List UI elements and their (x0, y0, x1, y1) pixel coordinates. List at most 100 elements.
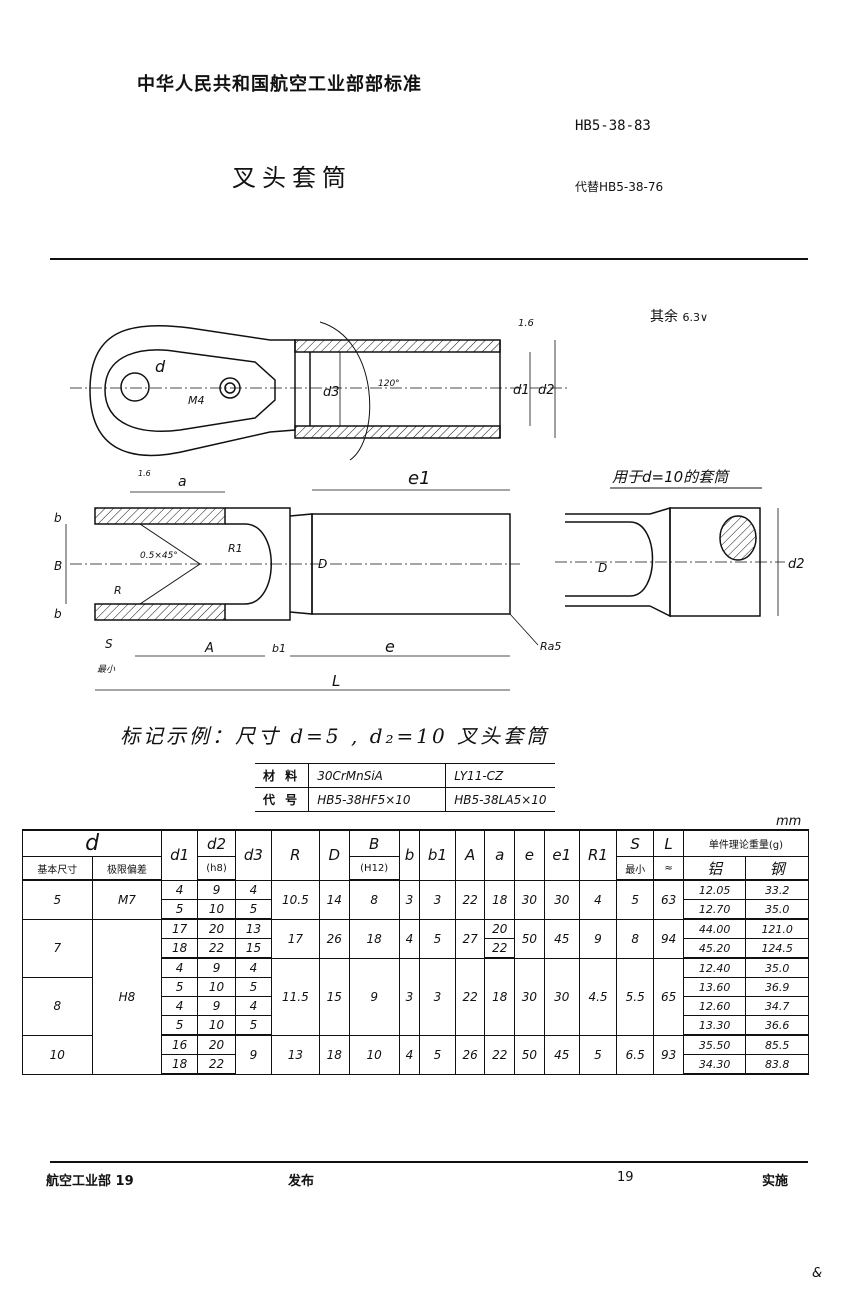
cell-b: 3 (398, 879, 421, 920)
fork-inner (104, 349, 276, 432)
cell-b: 4 (398, 1034, 421, 1075)
th-B: B (348, 829, 400, 857)
cell-b1: 5 (419, 1034, 456, 1075)
th-R1: R1 (578, 829, 618, 881)
table-row: 5 10 5 13.30 36.6 (23, 1015, 809, 1036)
material-table: 材 料 30CrMnSiA LY11-CZ 代 号 HB5-38HF5×10 H… (255, 763, 555, 812)
material-steel: 30CrMnSiA (308, 763, 447, 788)
ra-leader (509, 613, 539, 646)
th-b1: b1 (419, 829, 456, 881)
th-d-tol: 极限偏差 (91, 856, 163, 881)
th-S-sub: 最小 (616, 856, 655, 881)
fork-bottom-arm (94, 603, 226, 621)
cell-d3: 13 (235, 918, 272, 939)
cell-a: 22 (484, 1034, 516, 1075)
material-label: 材 料 (255, 763, 310, 788)
cell-w-al: 45.20 (682, 938, 747, 959)
cell-A: 22 (454, 957, 486, 1036)
cell-b1: 3 (419, 879, 456, 920)
label-ra5: Ra5 (540, 640, 561, 653)
label-d1: d1 (513, 383, 530, 398)
cell-L: 93 (653, 1034, 684, 1075)
cell-b: 3 (398, 957, 421, 1036)
cell-d2: 9 (196, 957, 237, 978)
code-steel: HB5-38HF5×10 (308, 787, 447, 812)
th-d2: d2 (196, 829, 237, 857)
cell-e1: 30 (543, 957, 580, 1036)
header-rule (50, 258, 808, 260)
cell-B: 9 (348, 957, 400, 1036)
cell-w-steel: 33.2 (745, 879, 809, 900)
cell-e: 30 (514, 879, 545, 920)
cell-d3: 5 (235, 977, 272, 997)
dimension-table: d d1 d2 d3 R D B b b1 A a e e1 R1 S L 单件… (21, 829, 810, 1075)
cell-e1: 45 (543, 1034, 580, 1075)
cell-S: 5 (616, 879, 655, 920)
cell-d3: 4 (235, 957, 272, 978)
cell-d3: 15 (235, 938, 272, 959)
label-min: 最小 (97, 664, 116, 675)
top-view: d M4 d3 120° 1.6 d1 d2 (70, 318, 570, 461)
cell-d1: 5 (161, 899, 198, 920)
cell-d1: 4 (161, 879, 198, 900)
th-d3: d3 (235, 829, 272, 881)
cell-e: 50 (514, 918, 545, 959)
cell-e1: 30 (543, 879, 580, 920)
standard-org: 中华人民共和国航空工业部部标准 (137, 74, 422, 95)
cell-w-al: 12.05 (682, 879, 747, 900)
cell-R1: 4 (578, 879, 618, 920)
cell-d2: 20 (196, 1034, 237, 1055)
label-D: D (318, 557, 327, 571)
fork-outline (89, 324, 296, 457)
table-row: 10 16 20 9 13 18 10 4 5 26 22 50 45 5 6.… (22, 1034, 809, 1075)
cell-d: 7 (22, 918, 93, 978)
th-d1: d1 (161, 829, 198, 881)
cell-b: 4 (398, 918, 421, 959)
cell-d3: 4 (235, 879, 272, 900)
cell-d2: 9 (196, 996, 237, 1016)
front-view: a 1.6 e1 b B b 0.5×45° R1 R D S A b1 e L… (54, 468, 561, 691)
cell-A: 27 (454, 918, 486, 959)
tube-wall-bottom (294, 425, 501, 439)
cell-R: 10.5 (270, 879, 320, 920)
th-d-basic: 基本尺寸 (22, 856, 93, 881)
material-alloy: LY11-CZ (445, 763, 555, 788)
cell-d1: 5 (161, 1015, 198, 1036)
countersink-arc (319, 321, 371, 461)
label-m4: M4 (188, 394, 205, 407)
label-roughness-16: 1.6 (518, 318, 534, 329)
cell-tol: M7 (91, 879, 163, 920)
cell-b1: 5 (419, 918, 456, 959)
material-row: 材 料 30CrMnSiA LY11-CZ (255, 763, 555, 788)
unit-label: mm (776, 814, 802, 829)
standard-number: HB5-38-83 (575, 118, 651, 134)
table-row: 18 22 34.30 83.8 (23, 1054, 809, 1075)
cell-D: 18 (318, 1034, 350, 1075)
label-e1: e1 (408, 468, 431, 489)
th-e1: e1 (543, 829, 580, 881)
side-fork (565, 521, 654, 597)
th-L-sub: ≈ (653, 856, 684, 881)
cell-w-al: 12.60 (682, 996, 747, 1016)
roughness-rest-symbol: 6.3∨ (682, 311, 709, 324)
code-row: 代 号 HB5-38HF5×10 HB5-38LA5×10 (255, 787, 555, 812)
table-row: 5 M7 4 9 4 10.5 14 8 3 3 22 18 30 30 4 5… (22, 879, 809, 920)
table-row: 18 22 15 22 45.20 124.5 (23, 938, 809, 959)
side-cutaway (719, 515, 757, 561)
th-D: D (318, 829, 350, 881)
label-A: A (204, 641, 214, 656)
label-chamfer: 0.5×45° (140, 551, 178, 561)
cell-S: 8 (616, 918, 655, 959)
cell-d2: 22 (196, 1054, 237, 1075)
roughness-rest-label: 其余 (650, 309, 678, 325)
side-view-caption: 用于d=10的套筒 (612, 468, 730, 486)
label-B: B (54, 559, 62, 573)
label-a: a (178, 474, 187, 490)
cell-d: 8 (22, 977, 93, 1036)
side-label-D: D (598, 561, 607, 575)
cell-L: 65 (653, 957, 684, 1036)
cell-d: 10 (22, 1034, 93, 1075)
cell-w-steel: 36.6 (745, 1015, 809, 1036)
cell-R1: 9 (578, 918, 618, 959)
tube-wall-top (294, 339, 501, 353)
